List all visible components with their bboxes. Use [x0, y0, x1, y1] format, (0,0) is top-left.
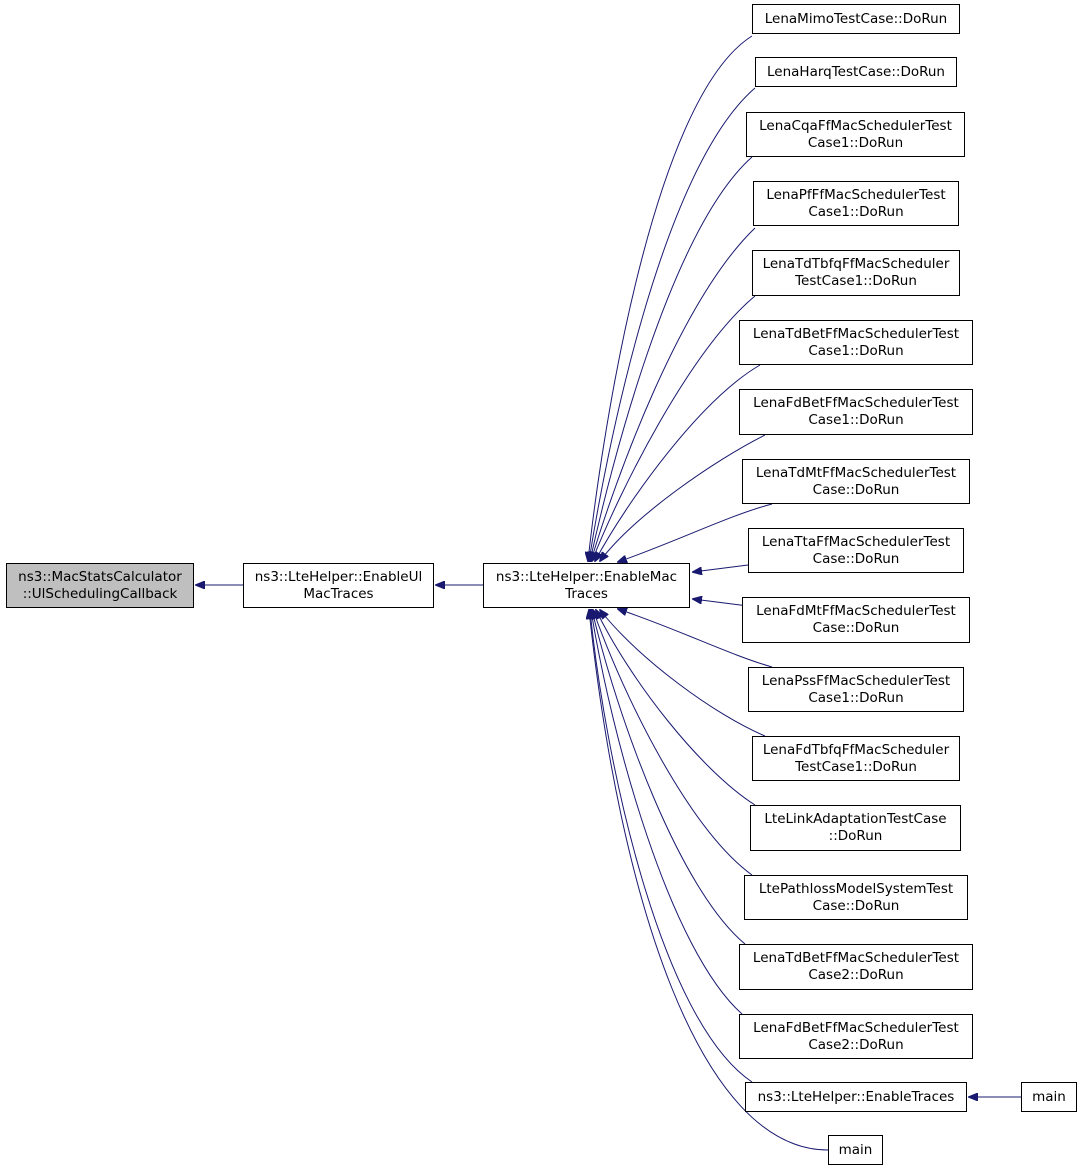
node-label-line2: Case::DoRun	[812, 897, 900, 914]
node-lena-mimo-test-case[interactable]: LenaMimoTestCase::DoRun	[752, 4, 960, 34]
node-label-line2: TestCase1::DoRun	[795, 273, 917, 289]
node-label-line1: main	[1032, 1088, 1066, 1105]
node-lena-fd-bet-ff-mac-scheduler-test-case1[interactable]: LenaFdBetFfMacSchedulerTest Case1::DoRun	[739, 389, 973, 435]
edge-main-lower	[589, 610, 829, 1151]
node-label-line2: Case::DoRun	[812, 481, 900, 498]
node-label-line1: LenaTdTbfqFfMacScheduler	[762, 256, 950, 272]
node-label-line2: Case1::DoRun	[807, 134, 904, 151]
node-label-line2: Case2::DoRun	[808, 967, 904, 983]
edge-fd-bet1	[600, 434, 766, 561]
edge-tta	[693, 564, 749, 572]
node-label-line1: LenaFdBetFfMacSchedulerTest	[753, 1019, 959, 1036]
node-label-line1: LenaTdMtFfMacSchedulerTest	[755, 464, 957, 481]
node-label-line1: main	[838, 1141, 873, 1158]
node-label-line1: LenaFdTbfqFfMacScheduler	[762, 741, 950, 758]
node-lte-helper-enable-ul-mac-traces[interactable]: ns3::LteHelper::EnableUl MacTraces	[243, 563, 434, 608]
node-label-line1: LenaCqaFfMacSchedulerTest	[759, 117, 952, 134]
node-lte-helper-enable-mac-traces[interactable]: ns3::LteHelper::EnableMac Traces	[483, 563, 690, 608]
node-lte-pathloss-model-system-test-case[interactable]: LtePathlossModelSystemTest Case::DoRun	[744, 875, 968, 920]
edge-fd-mt	[693, 599, 749, 607]
node-label-line2: Case1::DoRun	[808, 412, 904, 428]
edge-td-bet1	[595, 364, 761, 561]
node-label-line1: LtePathlossModelSystemTest	[758, 880, 954, 897]
node-label-line1: ns3::MacStatsCalculator	[18, 568, 182, 585]
node-lena-harq-test-case[interactable]: LenaHarqTestCase::DoRun	[755, 57, 957, 87]
node-lena-tta-ff-mac-scheduler-test-case[interactable]: LenaTtaFfMacSchedulerTest Case::DoRun	[748, 528, 964, 573]
edge-td-bet2	[592, 610, 746, 945]
node-label-line1: LenaPssFfMacSchedulerTest	[761, 672, 951, 689]
edge-fd-bet2	[591, 610, 743, 1015]
node-label-line1: LenaTdBetFfMacSchedulerTest	[752, 325, 960, 342]
node-label-line1: ns3::LteHelper::EnableMac	[495, 568, 678, 585]
edge-pss	[618, 609, 773, 668]
node-lena-pf-ff-mac-scheduler-test-case1[interactable]: LenaPfFfMacSchedulerTest Case1::DoRun	[753, 181, 959, 226]
edge-cqa	[590, 156, 753, 561]
edge-td-tbfq	[592, 295, 756, 561]
node-label-line1: ns3::LteHelper::EnableUl	[254, 568, 423, 585]
node-lena-td-mt-ff-mac-scheduler-test-case[interactable]: LenaTdMtFfMacSchedulerTest Case::DoRun	[742, 459, 970, 504]
node-label-line1: LenaFdBetFfMacSchedulerTest	[753, 395, 959, 411]
node-label-line1: LenaTdBetFfMacSchedulerTest	[752, 950, 960, 966]
node-lte-link-adaptation-test-case[interactable]: LteLinkAdaptationTestCase ::DoRun	[750, 805, 961, 851]
node-main-right[interactable]: main	[1021, 1082, 1077, 1112]
node-label-line2: MacTraces	[303, 585, 374, 602]
node-label-line1: ns3::LteHelper::EnableTraces	[757, 1088, 955, 1105]
node-lena-fd-bet-ff-mac-scheduler-test-case2[interactable]: LenaFdBetFfMacSchedulerTest Case2::DoRun	[739, 1014, 973, 1059]
node-label-line1: LenaPfFfMacSchedulerTest	[766, 186, 946, 203]
node-label-line2: Case1::DoRun	[808, 342, 904, 359]
edge-pf	[591, 227, 756, 561]
node-lte-helper-enable-traces[interactable]: ns3::LteHelper::EnableTraces	[745, 1082, 967, 1112]
node-lena-fd-mt-ff-mac-scheduler-test-case[interactable]: LenaFdMtFfMacSchedulerTest Case::DoRun	[742, 597, 970, 643]
edge-fd-tbfq	[600, 610, 766, 737]
node-label-line2: Case1::DoRun	[808, 203, 904, 220]
node-label-line2: Traces	[565, 585, 608, 602]
node-main-lower[interactable]: main	[828, 1135, 883, 1165]
edge-enable-traces	[590, 610, 753, 1083]
node-lena-cqa-ff-mac-scheduler-test-case1[interactable]: LenaCqaFfMacSchedulerTest Case1::DoRun	[746, 112, 965, 157]
node-label-line1: LenaMimoTestCase::DoRun	[764, 10, 948, 27]
edge-harq	[589, 87, 756, 561]
node-label-line2: Case::DoRun	[812, 620, 900, 636]
edge-mimo	[588, 35, 753, 561]
node-label-line2: Case2::DoRun	[808, 1036, 904, 1053]
node-label-line1: LenaFdMtFfMacSchedulerTest	[756, 603, 956, 619]
edge-link-adapt	[596, 610, 756, 806]
edge-pathloss	[593, 610, 753, 876]
node-label-line2: Case1::DoRun	[808, 689, 904, 706]
node-label-line2: ::UlSchedulingCallback	[22, 585, 178, 602]
node-label-line2: TestCase1::DoRun	[795, 758, 917, 775]
node-lena-td-bet-ff-mac-scheduler-test-case2[interactable]: LenaTdBetFfMacSchedulerTest Case2::DoRun	[739, 944, 973, 990]
node-label-line1: LteLinkAdaptationTestCase	[764, 811, 947, 827]
node-label-line2: Case::DoRun	[812, 550, 900, 567]
node-mac-stats-ul-scheduling-callback: ns3::MacStatsCalculator ::UlSchedulingCa…	[6, 563, 194, 608]
node-lena-pss-ff-mac-scheduler-test-case1[interactable]: LenaPssFfMacSchedulerTest Case1::DoRun	[748, 667, 964, 712]
node-lena-td-tbfq-ff-mac-scheduler-test-case1[interactable]: LenaTdTbfqFfMacScheduler TestCase1::DoRu…	[752, 250, 960, 296]
node-lena-td-bet-ff-mac-scheduler-test-case1[interactable]: LenaTdBetFfMacSchedulerTest Case1::DoRun	[739, 320, 973, 365]
node-label-line2: ::DoRun	[828, 828, 883, 844]
node-lena-fd-tbfq-ff-mac-scheduler-test-case1[interactable]: LenaFdTbfqFfMacScheduler TestCase1::DoRu…	[752, 736, 960, 781]
edge-td-mt	[618, 503, 773, 562]
node-label-line1: LenaTtaFfMacSchedulerTest	[761, 533, 951, 550]
node-label-line1: LenaHarqTestCase::DoRun	[767, 63, 945, 80]
